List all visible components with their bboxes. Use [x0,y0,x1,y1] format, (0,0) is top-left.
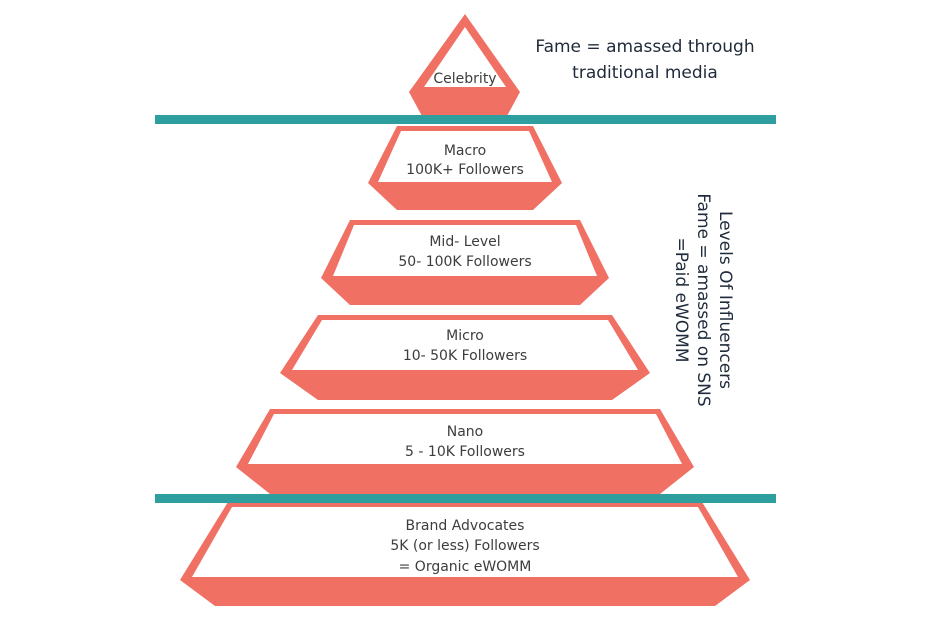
tier-nano: Nano 5 - 10K Followers [236,409,694,494]
side-note: Levels Of Influencers Fame = amassed on … [671,193,735,406]
tier-mid-level-label-1: Mid- Level [429,234,500,250]
tier-micro-label-1: Micro [446,328,484,344]
tier-brand-advocates-inner [192,507,738,577]
top-note-line-1: Fame = amassed through [535,37,754,57]
side-note-line-3: =Paid eWOMM [671,237,691,362]
tier-brand-advocates: Brand Advocates 5K (or less) Followers =… [180,502,750,606]
tier-celebrity: Celebrity [409,14,520,116]
top-note: Fame = amassed through traditional media [535,37,754,83]
tier-nano-label-1: Nano [447,424,484,440]
tier-macro-label-2: 100K+ Followers [406,162,524,178]
tier-nano-label-2: 5 - 10K Followers [405,444,525,460]
tier-macro-label-1: Macro [444,143,486,159]
tier-macro: Macro 100K+ Followers [368,126,562,210]
tier-nano-inner [248,414,682,464]
tier-celebrity-label-1: Celebrity [433,71,496,87]
tier-mid-level: Mid- Level 50- 100K Followers [321,220,609,305]
side-note-line-2: Fame = amassed on SNS [693,193,713,406]
tier-mid-level-inner [333,225,597,276]
divider-bottom [155,494,776,503]
divider-top [155,115,776,124]
side-note-line-1: Levels Of Influencers [715,211,735,389]
tier-brand-advocates-label-2: 5K (or less) Followers [390,538,539,554]
tier-mid-level-label-2: 50- 100K Followers [398,254,531,270]
tier-micro: Micro 10- 50K Followers [280,315,650,400]
tier-brand-advocates-label-1: Brand Advocates [406,518,525,534]
tier-brand-advocates-label-3: = Organic eWOMM [399,559,532,575]
tier-micro-label-2: 10- 50K Followers [403,348,527,364]
tier-macro-inner [378,131,552,182]
top-note-line-2: traditional media [572,63,718,83]
tier-micro-inner [292,320,638,370]
tier-celebrity-inner [424,27,506,87]
